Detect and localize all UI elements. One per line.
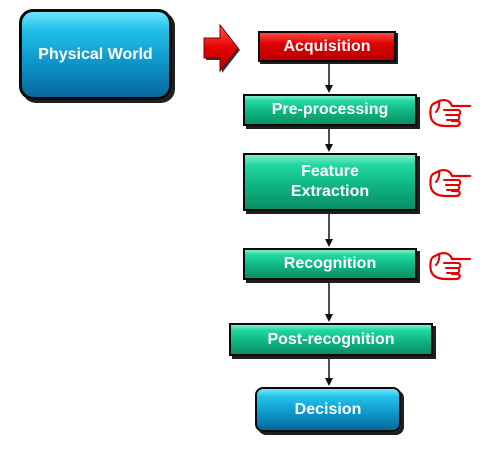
physical-world-label: Physical World [38,45,153,63]
pointing-hand-icon [429,251,472,281]
preprocessing-box: Pre-processing [243,94,417,126]
decision-box: Decision [255,387,401,432]
recognition-box: Recognition [243,248,417,280]
acquisition-box: Acquisition [258,31,396,62]
preprocessing-label: Pre-processing [271,101,389,118]
post-recognition-label: Post-recognition [267,330,395,348]
acquisition-label: Acquisition [283,37,371,55]
post-recognition-box: Post-recognition [229,323,433,356]
pointing-hand-icon [429,168,472,198]
feature-extraction-box: Feature Extraction [243,153,417,211]
feature-extraction-label: Feature Extraction [290,163,370,200]
decision-label: Decision [294,400,362,418]
recognition-label: Recognition [283,255,377,272]
pointing-hand-icon [429,98,472,128]
big-red-arrow-icon [203,23,240,73]
physical-world-box: Physical World [19,9,172,100]
